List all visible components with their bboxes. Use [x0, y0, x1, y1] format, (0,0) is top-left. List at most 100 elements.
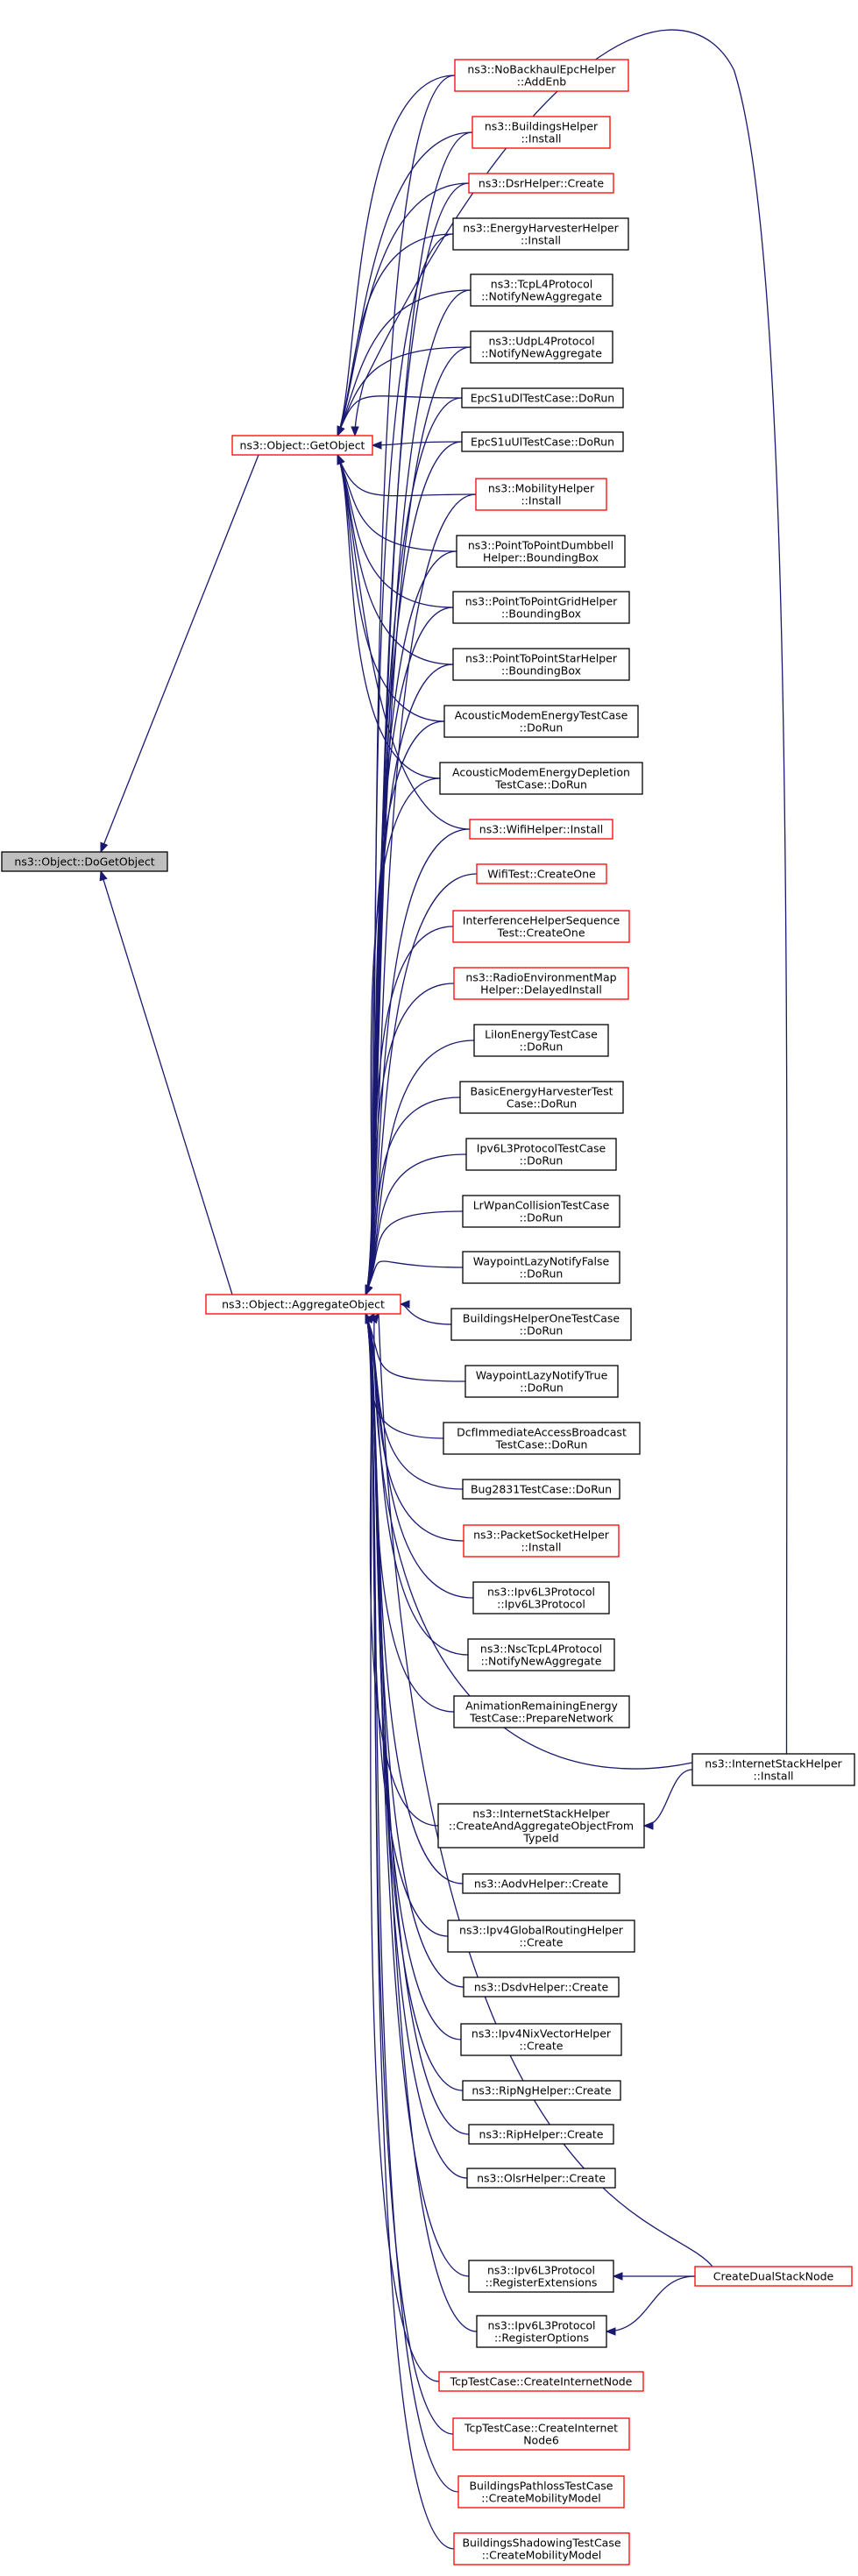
node-wifihelper[interactable]: ns3::WifiHelper::Install — [469, 819, 613, 840]
node-epcs1uul[interactable]: EpcS1uUlTestCase::DoRun — [461, 431, 624, 452]
node-label-line: ns3::PointToPointGridHelper — [465, 595, 618, 608]
node-olsr[interactable]: ns3::OlsrHelper::Create — [466, 2168, 616, 2189]
node-box — [452, 2417, 630, 2451]
node-label-line: ::Install — [521, 494, 561, 507]
node-packetsocket[interactable]: ns3::PacketSocketHelper::Install — [463, 1524, 620, 1558]
node-label-line: ns3::RipNgHelper::Create — [472, 2084, 612, 2097]
node-box — [470, 330, 613, 364]
node-label-line: ns3::BuildingsHelper — [485, 120, 599, 133]
node-buildingshelper[interactable]: ns3::BuildingsHelper::Install — [472, 116, 611, 149]
node-label-line: ns3::Ipv4NixVectorHelper — [472, 2027, 612, 2040]
node-aggregateobject[interactable]: ns3::Object::AggregateObject — [205, 1294, 401, 1315]
node-label-line: ::NotifyNewAggregate — [481, 1655, 602, 1668]
node-label-line: ::CreateMobilityModel — [481, 2492, 601, 2505]
node-nobackhaul[interactable]: ns3::NoBackhaulEpcHelper::AddEnb — [454, 59, 629, 92]
node-box — [1, 851, 168, 872]
node-nsctcp[interactable]: ns3::NscTcpL4Protocol::NotifyNewAggregat… — [467, 1638, 615, 1671]
node-p2pdumbbell[interactable]: ns3::PointToPointDumbbellHelper::Boundin… — [456, 535, 626, 568]
node-registerext[interactable]: ns3::Ipv6L3Protocol::RegisterExtensions — [468, 2260, 614, 2293]
node-label-line: LrWpanCollisionTestCase — [473, 1199, 610, 1212]
node-label-line: ::Ipv6L3Protocol — [497, 1598, 585, 1611]
node-buildingsone[interactable]: BuildingsHelperOneTestCase::DoRun — [450, 1308, 632, 1341]
node-rip[interactable]: ns3::RipHelper::Create — [468, 2124, 614, 2145]
node-label-line: ns3::PointToPointDumbbell — [468, 539, 613, 552]
node-createaggregate[interactable]: ns3::InternetStackHelper::CreateAndAggre… — [437, 1803, 645, 1849]
node-epcs1udl[interactable]: EpcS1uDlTestCase::DoRun — [461, 387, 624, 408]
node-interference[interactable]: InterferenceHelperSequenceTest::CreateOn… — [452, 910, 630, 943]
node-label-line: ns3::NoBackhaulEpcHelper — [467, 63, 616, 76]
node-tcpinternet[interactable]: TcpTestCase::CreateInternetNode — [438, 2371, 644, 2392]
node-getobject[interactable]: ns3::Object::GetObject — [231, 435, 373, 456]
node-dcfimmediate[interactable]: DcfImmediateAccessBroadcastTestCase::DoR… — [443, 1422, 641, 1455]
node-registeropt[interactable]: ns3::Ipv6L3Protocol::RegisterOptions — [476, 2315, 607, 2348]
node-box — [452, 217, 629, 251]
edge-arrowhead — [337, 425, 345, 437]
node-wifitest[interactable]: WifiTest::CreateOne — [476, 863, 607, 884]
edge-getobject-epcs1uul — [371, 441, 463, 450]
node-label-line: TcpTestCase::CreateInternet — [464, 2422, 618, 2435]
node-label-line: ns3::NscTcpL4Protocol — [480, 1643, 602, 1656]
node-waypointfalse[interactable]: WaypointLazyNotifyFalse::DoRun — [462, 1251, 620, 1284]
node-ipv6l3test[interactable]: Ipv6L3ProtocolTestCase::DoRun — [465, 1138, 617, 1171]
node-label-line: EpcS1uUlTestCase::DoRun — [471, 436, 614, 449]
node-lrwpan[interactable]: LrWpanCollisionTestCase::DoRun — [462, 1195, 620, 1228]
edge-aggregateobject-pathloss — [365, 1312, 459, 2493]
node-box — [452, 910, 630, 943]
node-box — [450, 1308, 632, 1341]
node-label-line: Test::CreateOne — [496, 926, 585, 940]
node-label-line: TypeId — [522, 1832, 558, 1845]
node-label-line: ns3::Object::GetObject — [240, 439, 365, 452]
node-ipv4global[interactable]: ns3::Ipv4GlobalRoutingHelper::Create — [447, 1920, 635, 1953]
node-animation[interactable]: AnimationRemainingEnergyTestCase::Prepar… — [453, 1695, 630, 1728]
node-internetstackinstall[interactable]: ns3::InternetStackHelper::Install — [691, 1753, 855, 1786]
node-dsrhelper[interactable]: ns3::DsrHelper::Create — [468, 173, 614, 194]
node-mobilityhelper[interactable]: ns3::MobilityHelper::Install — [475, 478, 607, 511]
node-dogetobject[interactable]: ns3::Object::DoGetObject — [1, 851, 168, 872]
node-bug2831[interactable]: Bug2831TestCase::DoRun — [462, 1479, 620, 1500]
node-label-line: ns3::MobilityHelper — [488, 482, 595, 495]
node-pathloss[interactable]: BuildingsPathlossTestCase::CreateMobilit… — [457, 2475, 625, 2509]
node-label-line: ::DoRun — [520, 1381, 564, 1394]
node-acousticdepletion[interactable]: AcousticModemEnergyDepletionTestCase::Do… — [439, 762, 643, 795]
node-box — [453, 2532, 630, 2565]
edge-dogetobject-aggregateobject — [99, 869, 233, 1295]
node-energyharvester[interactable]: ns3::EnergyHarvesterHelper::Install — [452, 217, 629, 251]
node-remhelper[interactable]: ns3::RadioEnvironmentMapHelper::DelayedI… — [453, 967, 629, 1000]
node-box — [694, 2266, 853, 2287]
node-acousticenergy[interactable]: AcousticModemEnergyTestCase::DoRun — [443, 705, 639, 738]
edge-aggregateobject-waypointfalse — [365, 1260, 464, 1296]
node-dsdv[interactable]: ns3::DsdvHelper::Create — [463, 1976, 620, 1998]
node-label-line: ::DoRun — [520, 1040, 564, 1054]
node-box — [460, 2023, 622, 2056]
node-aodv[interactable]: ns3::AodvHelper::Create — [462, 1873, 620, 1894]
node-box — [456, 535, 626, 568]
node-box — [462, 1195, 620, 1228]
node-liion[interactable]: LiIonEnergyTestCase::DoRun — [473, 1024, 609, 1057]
node-label-line: AcousticModemEnergyDepletion — [452, 766, 630, 779]
node-label-line: TcpTestCase::CreateInternetNode — [450, 2375, 633, 2388]
node-ipv4nix[interactable]: ns3::Ipv4NixVectorHelper::Create — [460, 2023, 622, 2056]
node-box — [447, 1920, 635, 1953]
node-box — [465, 1138, 617, 1171]
node-createdualstack[interactable]: CreateDualStackNode — [694, 2266, 853, 2287]
edge-aggregateobject-buildingsone — [399, 1300, 452, 1325]
node-udpl4[interactable]: ns3::UdpL4Protocol::NotifyNewAggregate — [470, 330, 613, 364]
node-label-line: ::AddEnb — [517, 75, 566, 89]
node-p2pstar[interactable]: ns3::PointToPointStarHelper::BoundingBox — [452, 648, 630, 681]
edge-arrowhead — [351, 426, 359, 437]
node-ripng[interactable]: ns3::RipNgHelper::Create — [462, 2080, 621, 2101]
node-box — [461, 387, 624, 408]
node-label-line: ::BoundingBox — [501, 607, 581, 621]
node-shadowing[interactable]: BuildingsShadowingTestCase::CreateMobili… — [453, 2532, 630, 2565]
node-tcpl4[interactable]: ns3::TcpL4Protocol::NotifyNewAggregate — [470, 273, 613, 307]
node-box — [462, 1873, 620, 1894]
node-waypointtrue[interactable]: WaypointLazyNotifyTrue::DoRun — [464, 1365, 619, 1398]
node-label-line: Helper::DelayedInstall — [480, 983, 602, 997]
edge-arrowhead — [365, 1284, 373, 1296]
node-label-line: Helper::BoundingBox — [483, 551, 599, 564]
node-p2pgrid[interactable]: ns3::PointToPointGridHelper::BoundingBox — [452, 591, 630, 624]
node-ipv6l3ctor[interactable]: ns3::Ipv6L3Protocol::Ipv6L3Protocol — [472, 1581, 610, 1614]
edge-dogetobject-getobject — [100, 454, 259, 854]
